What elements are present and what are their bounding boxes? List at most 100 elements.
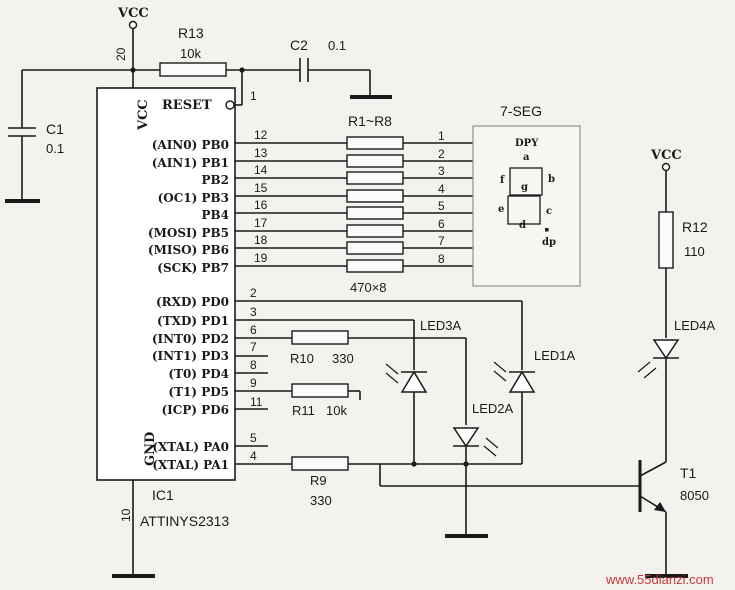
r9-value: 330: [310, 493, 332, 508]
ic-vcc-pin-number: 20: [114, 47, 128, 61]
resistor-r7: [346, 241, 404, 255]
segment-b-label: b: [548, 174, 555, 185]
resistor-r9: [291, 456, 349, 471]
led4-diode: [652, 339, 680, 360]
pin-label-pa0: (XTAL) PA0: [152, 440, 229, 454]
reset-inversion-bubble: [225, 100, 235, 110]
seven-seg-display: [472, 125, 581, 287]
resistor-r3: [346, 171, 404, 185]
pin-label-pb0: (AIN0) PB0: [152, 138, 229, 152]
r12-ref: R12: [682, 219, 708, 235]
pin-number: 6: [250, 323, 257, 337]
led1-label: LED1A: [534, 348, 576, 363]
pin-label-pd3: (INT1) PD3: [152, 349, 229, 363]
t1-value: 8050: [680, 488, 709, 503]
resnet-value: 470×8: [350, 280, 387, 295]
r11-ref: R11: [292, 403, 315, 418]
seven-seg-digit: a b c d e f g dp: [498, 152, 556, 248]
pin-number: 8: [250, 358, 257, 372]
seven-seg-title: 7-SEG: [500, 103, 542, 119]
r11-value: 10k: [326, 403, 347, 418]
led2-light-arrow: [483, 445, 497, 457]
pin-number: 17: [254, 216, 268, 230]
pin-number: 16: [254, 198, 268, 212]
led4-light-arrow: [637, 361, 651, 373]
pin-label-pd6: (ICP) PD6: [162, 403, 230, 417]
pin-number: 12: [254, 128, 268, 142]
segment-e-label: e: [498, 204, 504, 215]
led3-light-arrow: [385, 372, 399, 384]
junction: [411, 461, 417, 467]
junction: [463, 461, 469, 467]
pin-label-pb3: (OC1) PB3: [158, 191, 229, 205]
c2-value: 0.1: [328, 38, 346, 53]
pin-number: 4: [250, 449, 257, 463]
resistor-r5: [346, 206, 404, 220]
t1-collector: [639, 461, 667, 477]
ic1-body: [96, 87, 236, 481]
pin-label-pb6: (MISO) PB6: [148, 243, 229, 257]
led1-light-arrow: [493, 361, 507, 373]
led4-label: LED4A: [674, 318, 716, 333]
vcc-terminal-right: [661, 162, 671, 172]
watermark: www.55dianzi.com: [605, 572, 714, 587]
pin-number: 19: [254, 251, 268, 265]
pin-label-pa1: (XTAL) PA1: [152, 458, 229, 472]
segment-g-label: g: [521, 182, 528, 193]
r13-value: 10k: [180, 46, 201, 61]
segment-dp-dot: [545, 228, 549, 232]
reset-pin-number: 1: [250, 89, 257, 103]
pin-label-pb1: (AIN1) PB1: [152, 156, 229, 170]
pin-number: 11: [250, 395, 263, 409]
pin-number: 5: [250, 431, 257, 445]
led3-light-arrow: [385, 363, 399, 375]
pin-number: 7: [250, 340, 257, 354]
resistor-r11: [291, 383, 349, 398]
pin-label-pb2: PB2: [201, 173, 229, 187]
pin-label-pd4: (T0) PD4: [168, 367, 229, 381]
c1-value: 0.1: [46, 141, 64, 156]
pin-label-pd5: (T1) PD5: [168, 385, 229, 399]
r10-ref: R10: [290, 351, 314, 366]
junction: [130, 67, 136, 73]
segment-dp-label: dp: [542, 237, 556, 248]
ic-reset-label: RESET: [162, 98, 212, 113]
led2-diode: [452, 427, 480, 448]
segment-lower: [507, 195, 541, 225]
seg-pin-number: 1: [438, 129, 445, 143]
resistor-r2: [346, 154, 404, 168]
seg-pin-number: 4: [438, 182, 445, 196]
port-d-pins: (RXD) PD0 (TXD) PD1 (INT0) PD2 (INT1) PD…: [152, 286, 263, 472]
t1-emitter-arrow: [654, 502, 666, 512]
t1-ref: T1: [680, 465, 697, 481]
pin-number: 14: [254, 163, 268, 177]
seven-seg-dpy: DPY: [515, 138, 539, 149]
pin-label-pb7: (SCK) PB7: [157, 261, 229, 275]
pin-number: 9: [250, 376, 257, 390]
pin-label-pb4: PB4: [201, 208, 229, 222]
seg-pin-number: 6: [438, 217, 445, 231]
resistor-r8: [346, 259, 404, 273]
seg-pin-number: 7: [438, 234, 445, 248]
led3-label: LED3A: [420, 318, 462, 333]
resistor-r4: [346, 189, 404, 203]
port-b-wires: 1a2b3c4d5e6f7g8dp: [235, 129, 492, 273]
led2-label: LED2A: [472, 401, 514, 416]
c2-ref: C2: [290, 37, 308, 53]
seg-pin-number: 5: [438, 199, 445, 213]
vcc-terminal-top: [128, 20, 138, 30]
r12-value: 110: [684, 244, 705, 259]
segment-a-label: a: [523, 152, 530, 163]
resistor-r13: [159, 62, 227, 77]
pin-number: 3: [250, 305, 257, 319]
ic-vcc-label: VCC: [136, 99, 151, 131]
seg-pin-number: 8: [438, 252, 445, 266]
r9-ref: R9: [310, 473, 327, 488]
resistor-r6: [346, 224, 404, 238]
segment-upper: [509, 167, 543, 196]
c1-ref: C1: [46, 121, 64, 137]
ic1-ref: IC1: [152, 487, 174, 503]
pin-label-pb5: (MOSI) PB5: [148, 226, 229, 240]
led2-light-arrow: [485, 437, 499, 449]
segment-d-label: d: [519, 220, 526, 231]
